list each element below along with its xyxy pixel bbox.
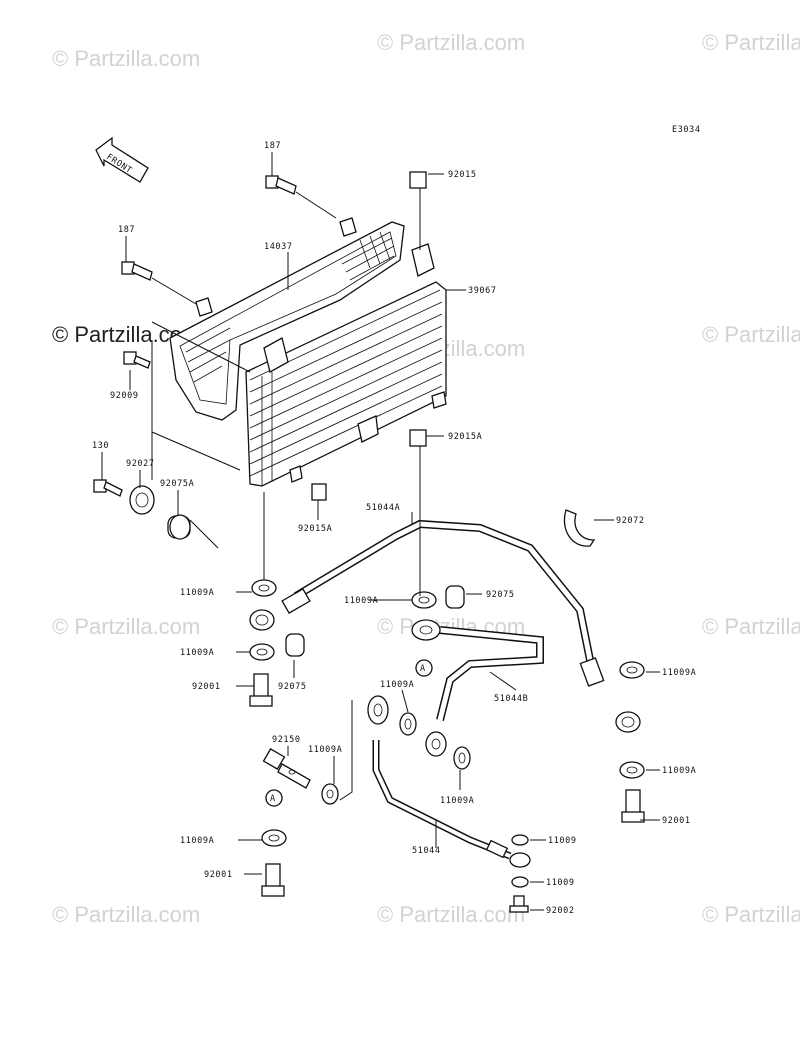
callout-11009A: 11009A [662, 668, 696, 678]
washers-11009A [249, 579, 645, 847]
bolt-92150 [262, 748, 311, 789]
callout-92075: 92075 [486, 590, 515, 600]
hose-51044 [367, 695, 531, 868]
washers-11009 [511, 834, 529, 888]
ref-circle-a [265, 789, 283, 807]
callout-92075A: 92075A [160, 479, 194, 489]
grommet-92075 [285, 585, 465, 657]
callout-11009A: 11009A [308, 745, 342, 755]
oil-cooler-core [245, 243, 447, 487]
front-arrow-icon: FRONT [95, 136, 149, 183]
screw-92002 [509, 895, 529, 913]
callout-92150: 92150 [272, 735, 301, 745]
callout-11009: 11009 [546, 878, 575, 888]
clip-92015A-right [409, 429, 427, 447]
callout-92015: 92015 [448, 170, 477, 180]
watermark: © Partzilla.com [377, 902, 525, 927]
callout-92015A: 92015A [298, 524, 332, 534]
clamp-92072 [563, 509, 596, 547]
callout-11009A: 11009A [180, 588, 214, 598]
callout-92027: 92027 [126, 459, 155, 469]
callout-92072: 92072 [616, 516, 645, 526]
clip-92015 [409, 171, 427, 189]
callout-51044A: 51044A [366, 503, 400, 513]
clip-92015A-bottom [311, 483, 327, 501]
watermark: © Partzilla.com [702, 30, 800, 55]
callout-11009A: 11009A [662, 766, 696, 776]
hose-51044B [411, 619, 544, 757]
callout-92015A: 92015A [448, 432, 482, 442]
callout-11009A: 11009A [440, 796, 474, 806]
watermark: © Partzilla.com [702, 902, 800, 927]
callout-92001: 92001 [204, 870, 233, 880]
watermark: © Partzilla.com [377, 30, 525, 55]
ref-a-label: A [420, 664, 426, 674]
leader-lines [101, 152, 660, 911]
callout-51044: 51044 [412, 846, 441, 856]
bolt-130 [93, 479, 123, 497]
callout-11009A: 11009A [180, 648, 214, 658]
ref-a-label: A [270, 794, 276, 804]
callout-92002: 92002 [546, 906, 575, 916]
callout-92075: 92075 [278, 682, 307, 692]
grommet-92075A [167, 514, 191, 540]
watermark: © Partzilla.com [702, 614, 800, 639]
hose-51044A [249, 519, 641, 733]
callout-39067: 39067 [468, 286, 497, 296]
callout-92001: 92001 [662, 816, 691, 826]
callout-11009A: 11009A [380, 680, 414, 690]
bolt-187-lower [121, 261, 197, 305]
collar-92027 [129, 485, 155, 515]
callout-187: 187 [264, 141, 281, 151]
ref-circle-a [415, 659, 433, 677]
callout-11009A: 11009A [344, 596, 378, 606]
callout-92001: 92001 [192, 682, 221, 692]
watermark: © Partzilla.com [702, 322, 800, 347]
watermark: © Partzilla.com [52, 902, 200, 927]
callout-11009: 11009 [548, 836, 577, 846]
bolt-92001 [249, 673, 645, 897]
callout-51044B: 51044B [494, 694, 528, 704]
diagram-code: E3034 [672, 125, 701, 135]
callout-130: 130 [92, 441, 109, 451]
callout-11009A: 11009A [180, 836, 214, 846]
callout-92009: 92009 [110, 391, 139, 401]
watermark: © Partzilla.com [52, 614, 200, 639]
callout-14037: 14037 [264, 242, 293, 252]
callout-187: 187 [118, 225, 135, 235]
bolt-187-upper [265, 175, 337, 219]
screw-92009 [123, 351, 151, 369]
watermark: © Partzilla.com [52, 46, 200, 71]
